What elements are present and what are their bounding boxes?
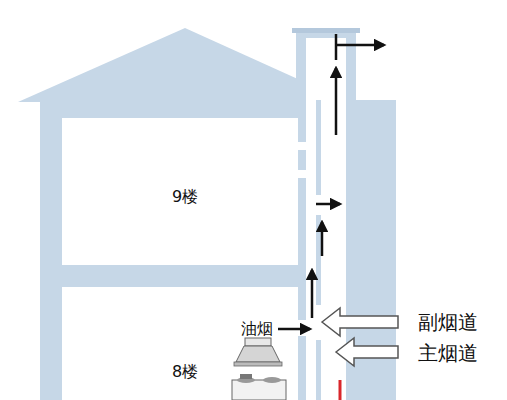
room-8: [62, 287, 298, 400]
chimney-cap: [292, 28, 360, 33]
flue-divider: [316, 340, 321, 400]
flue-divider: [316, 215, 321, 305]
flue-opening: [296, 142, 308, 150]
floor-room: 8楼: [62, 287, 298, 400]
red-mark: [339, 380, 342, 400]
flue-shaft: [306, 38, 346, 400]
flow-arrow: [321, 222, 324, 256]
floor-label: 8楼: [172, 362, 198, 381]
flow-arrow: [336, 44, 384, 47]
smoke-arrow: [278, 328, 310, 331]
floor-room: 9楼: [62, 118, 298, 265]
floor-label: 9楼: [172, 187, 198, 206]
range-hood: [234, 338, 282, 366]
room-9: [62, 118, 298, 265]
flue-opening: [296, 170, 308, 178]
flue-label: 主烟道: [418, 341, 478, 365]
flow-arrow: [316, 203, 340, 206]
roof: [18, 28, 300, 102]
pointer-arrow: [322, 308, 398, 336]
stove: [232, 374, 286, 400]
smoke-label: 油烟: [241, 319, 273, 338]
flue-label: 副烟道: [418, 310, 478, 334]
flow-arrow: [335, 34, 338, 60]
flow-arrow: [335, 68, 338, 135]
pointer-arrow: [336, 338, 398, 366]
flow-arrow: [311, 270, 314, 318]
flue-divider: [316, 100, 321, 195]
